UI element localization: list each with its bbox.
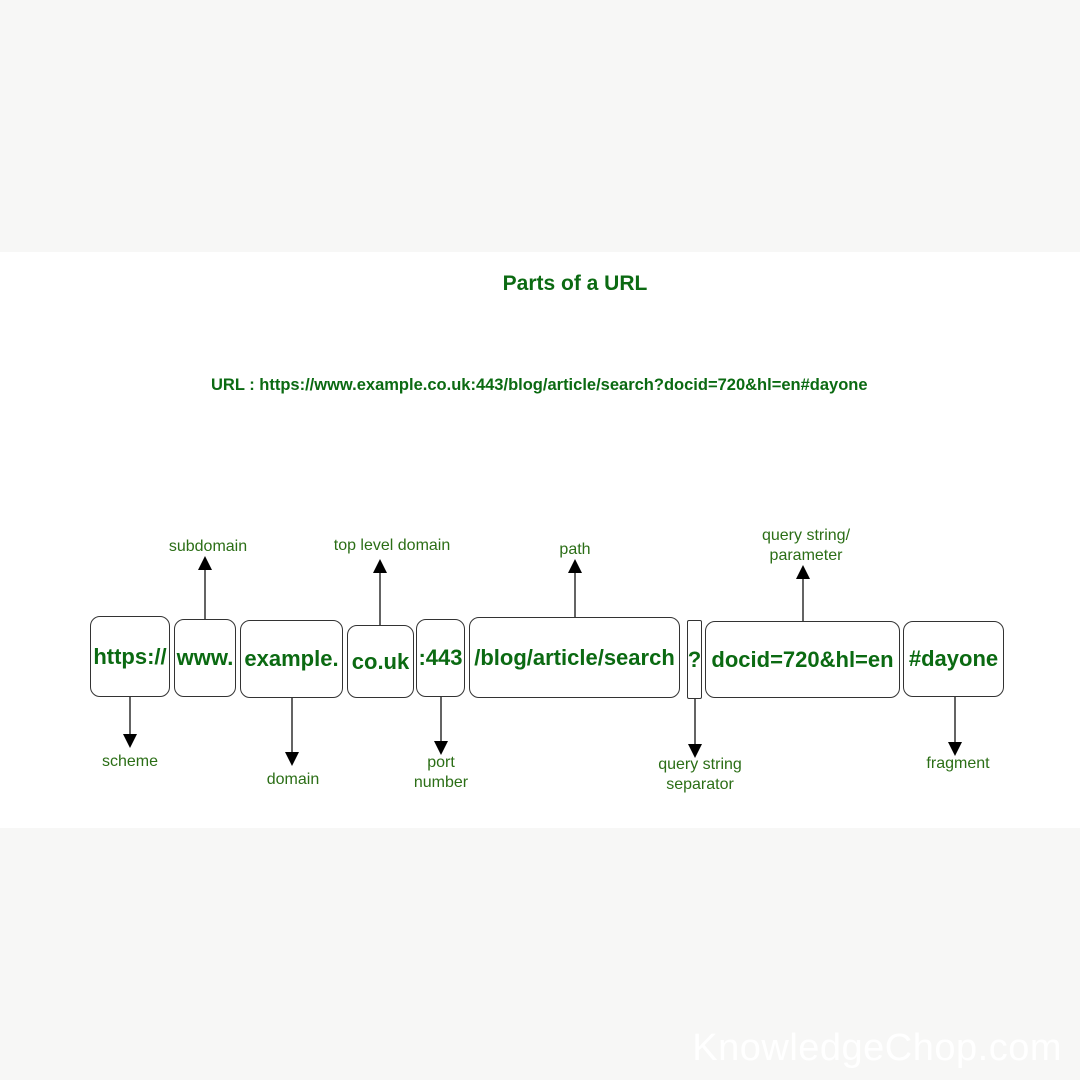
label-query-1: query string/ [761, 527, 851, 544]
label-subdomain: subdomain [168, 538, 248, 555]
diagram-panel [0, 252, 1080, 828]
label-domain: domain [266, 771, 320, 788]
part-separator: ? [687, 620, 702, 699]
label-tld: top level domain [333, 537, 451, 554]
label-separator-1: query string [658, 756, 742, 773]
part-query: docid=720&hl=en [705, 621, 900, 698]
part-domain: example. [240, 620, 343, 698]
diagram-title: Parts of a URL [502, 272, 648, 295]
label-path: path [559, 541, 591, 558]
part-path: /blog/article/search [469, 617, 680, 698]
part-scheme: https:// [90, 616, 170, 697]
part-tld: co.uk [347, 625, 414, 698]
part-port: :443 [416, 619, 465, 697]
label-port-1: port [427, 754, 455, 771]
label-separator-2: separator [666, 776, 734, 793]
url-example: URL : https://www.example.co.uk:443/blog… [211, 376, 868, 394]
part-subdomain: www. [174, 619, 236, 697]
label-fragment: fragment [926, 755, 990, 772]
label-query-2: parameter [769, 547, 843, 564]
label-port-2: number [413, 774, 469, 791]
watermark: KnowledgeChop.com [692, 1027, 1062, 1069]
label-scheme: scheme [101, 753, 159, 770]
part-fragment: #dayone [903, 621, 1004, 697]
